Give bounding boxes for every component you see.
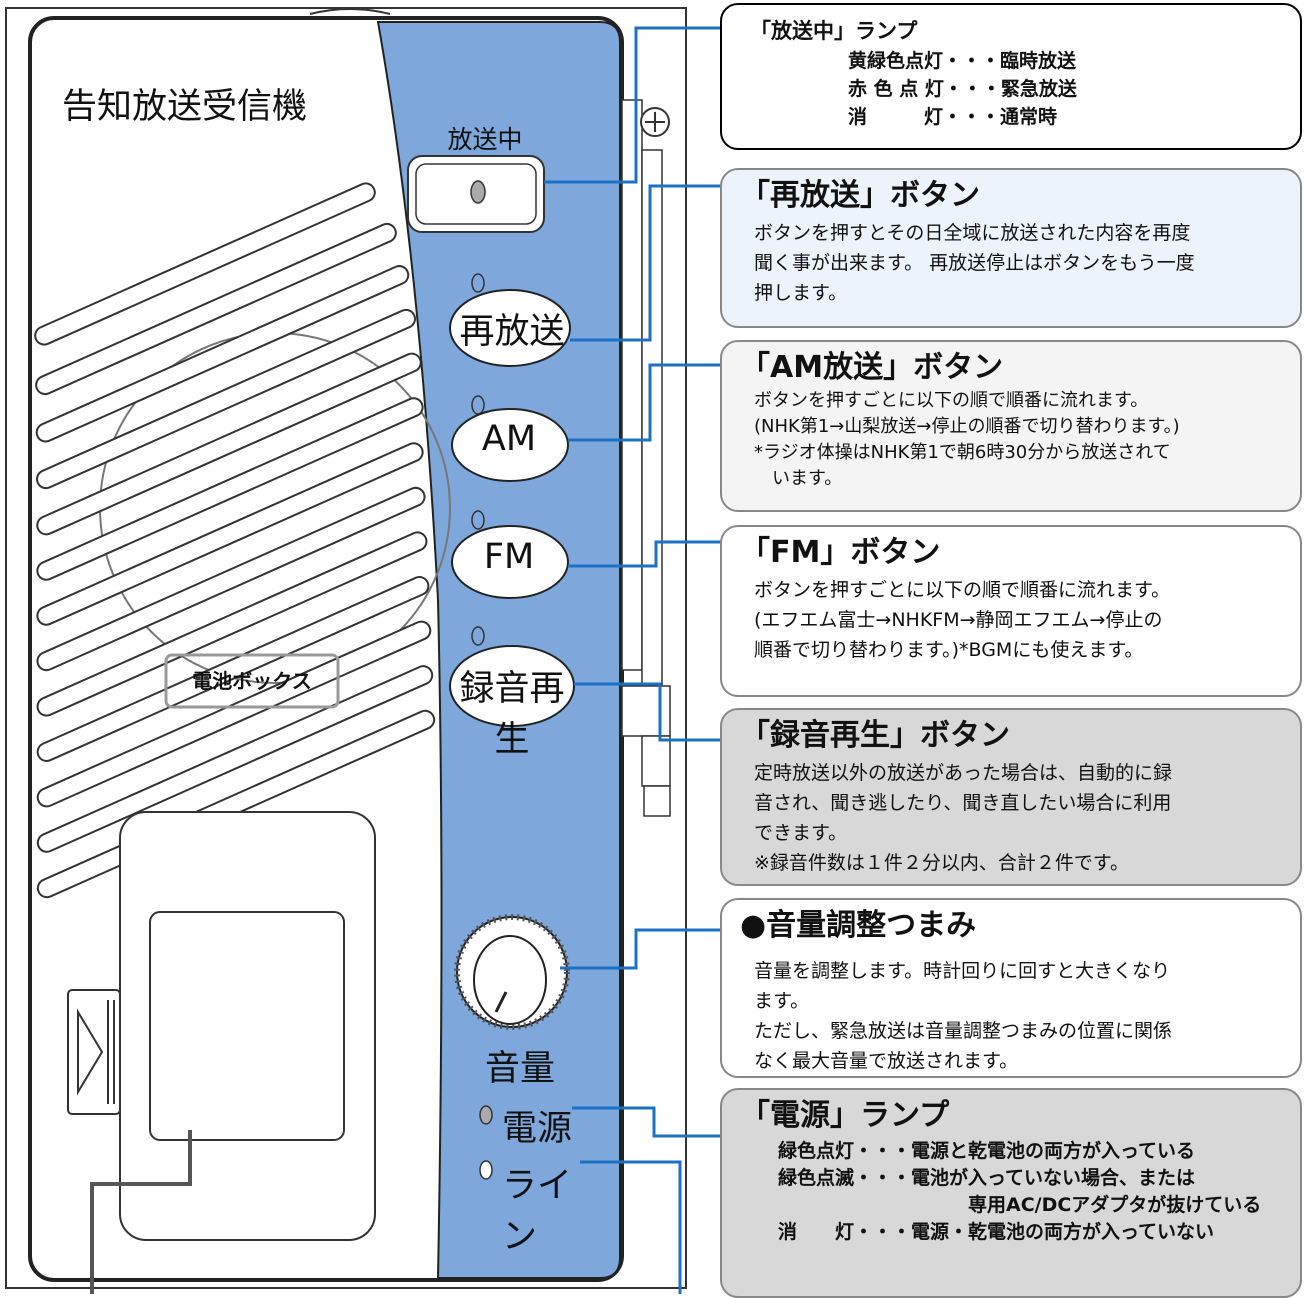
leader-fm — [568, 540, 722, 568]
battery-window — [149, 911, 345, 1141]
volume-label: 音量 — [484, 1049, 555, 1089]
callout-line: 音され、聞き逃したり、聞き直したい場合に利用 — [754, 792, 1172, 815]
callout-line: 定時放送以外の放送があった場合は、自動的に録 — [754, 762, 1173, 784]
battery-label-frame — [164, 653, 340, 709]
line-led — [479, 1160, 493, 1180]
grille-bar — [36, 576, 430, 762]
grille-bar — [36, 486, 426, 672]
knob-knurl — [454, 914, 570, 1030]
antenna-rod — [641, 149, 663, 691]
power-label: 電源 — [502, 1109, 573, 1149]
callout-heading: 「FM」ボタン — [740, 535, 941, 570]
callout-volume-knob: ●音量調整つまみ 音量を調整します。時計回りに回すと大きくなり ます。 ただし、… — [720, 898, 1302, 1078]
callout-fm-button: 「FM」ボタン ボタンを押すごとに以下の順で順番に流れます。 (エフエム富士→N… — [720, 525, 1302, 697]
callout-line: なく最大音量で放送されます。 — [754, 1050, 1019, 1073]
battery-box-label: 電池ボックス — [192, 669, 312, 693]
am-button-label[interactable]: AM — [481, 419, 537, 459]
callout-am-button: 「AM放送」ボタン ボタンを押すごとに以下の順で順番に流れます。 (NHK第1→… — [720, 340, 1302, 512]
callout-line: できます。 — [754, 822, 848, 845]
callout-line: 押します。 — [754, 282, 848, 305]
grille-bar — [36, 397, 424, 581]
grille-bar — [36, 531, 428, 717]
fm-button[interactable] — [451, 525, 569, 599]
grille-bar — [36, 308, 416, 490]
callout-row: 黄緑色点灯・・・臨時放送 — [848, 50, 1077, 73]
callout-line: ボタンを押すごとに以下の順で順番に流れます。 — [754, 579, 1171, 601]
callout-heading: 「AM放送」ボタン — [740, 350, 1004, 385]
leader-power — [572, 1106, 722, 1138]
callout-line: 順番で切り替わります。)*BGMにも使えます。 — [754, 639, 1144, 662]
callout-line: (エフエム富士→NHKFM→静岡エフエム→停止の — [754, 609, 1163, 632]
leader-am — [568, 363, 722, 442]
callout-line: 聞く事が出来ます。 再放送停止はボタンをもう一度 — [754, 252, 1195, 275]
antenna — [621, 99, 671, 817]
callout-line: ます。 — [754, 990, 810, 1013]
antenna-joint — [621, 685, 671, 737]
callout-row: 消 灯・・・通常時 — [848, 106, 1058, 129]
leader-battery — [90, 1130, 192, 1294]
callout-rec-button: 「録音再生」ボタン 定時放送以外の放送があった場合は、自動的に録 音され、聞き逃… — [720, 708, 1302, 886]
onair-label: 放送中 — [447, 125, 523, 154]
callout-replay-button: 「再放送」ボタン ボタンを押すとその日全域に放送された内容を再度 聞く事が出来ま… — [720, 168, 1302, 328]
onair-lamp — [470, 180, 486, 204]
am-button[interactable] — [451, 408, 569, 482]
grille-bar — [35, 222, 397, 396]
leader-replay — [570, 184, 722, 342]
callout-line: *ラジオ体操はNHK第1で朝6時30分から放送されて — [754, 442, 1171, 464]
rec-button[interactable] — [449, 645, 575, 727]
callout-line: ボタンを押すとその日全域に放送された内容を再度 — [754, 222, 1191, 244]
grille-bar — [36, 442, 424, 626]
replay-button-label[interactable]: 再放送 — [459, 312, 565, 352]
callout-heading: 「電源」ランプ — [740, 1098, 950, 1133]
line-label: ライン — [502, 1166, 573, 1257]
device-title: 告知放送受信機 — [62, 87, 308, 127]
callout-onair-lamp: 「放送中」ランプ 黄緑色点灯・・・臨時放送 赤 色 点 灯・・・緊急放送 消 灯… — [720, 3, 1302, 150]
antenna-rail — [621, 99, 643, 671]
knob-cap — [473, 935, 547, 1025]
leader-volume — [560, 928, 722, 970]
callout-heading: 「再放送」ボタン — [740, 178, 980, 213]
power-led — [479, 1105, 493, 1125]
leader-line-terminal — [580, 1160, 682, 1294]
callout-line: (NHK第1→山梨放送→停止の順番で切り替わります。) — [754, 416, 1180, 438]
am-led — [471, 395, 485, 415]
rec-button-label[interactable]: 録音再生 — [459, 669, 565, 760]
latch-arrow-icon — [77, 1008, 104, 1096]
leader-lines — [544, 26, 722, 1294]
fm-button-label[interactable]: FM — [483, 537, 535, 577]
fm-led — [471, 510, 485, 530]
callout-row: 緑色点滅・・・電池が入っていない場合、または — [778, 1166, 1196, 1189]
callout-heading: ●音量調整つまみ — [740, 908, 977, 943]
callout-row: 緑色点灯・・・電源と乾電池の両方が入っている — [778, 1140, 1196, 1162]
handle — [309, 8, 391, 15]
callout-power-lamp: 「電源」ランプ 緑色点灯・・・電源と乾電池の両方が入っている 緑色点滅・・・電池… — [720, 1088, 1302, 1298]
callout-line: います。 — [754, 468, 843, 490]
callout-row: 専用AC/DCアダプタが抜けている — [968, 1193, 1262, 1216]
grille-bar — [34, 182, 376, 346]
callout-heading: 「録音再生」ボタン — [740, 718, 1010, 753]
grille-bar — [36, 665, 434, 853]
replay-button[interactable] — [449, 289, 571, 367]
knob-pointer — [494, 991, 508, 1013]
callout-line: ※録音件数は１件２分以内、合計２件です。 — [754, 852, 1130, 875]
grille-bar — [36, 352, 422, 536]
grille-bar — [35, 265, 410, 443]
callout-line: ただし、緊急放送は音量調整つまみの位置に関係 — [754, 1020, 1173, 1043]
callout-row: 赤 色 点 灯・・・緊急放送 — [848, 78, 1077, 101]
battery-latch — [67, 989, 121, 1115]
antenna-joint — [641, 735, 671, 787]
callout-heading: 「放送中」ランプ — [750, 19, 918, 43]
outer-frame — [5, 7, 687, 1289]
callout-line: ボタンを押すごとに以下の順で順番に流れます。 — [754, 390, 1149, 411]
volume-knob[interactable] — [454, 914, 570, 1030]
rec-led — [471, 626, 485, 646]
antenna-base — [643, 785, 671, 817]
leader-onair — [544, 26, 722, 184]
replay-led — [471, 273, 485, 293]
leader-rec — [574, 682, 722, 742]
callout-row: 消 灯・・・電源・乾電池の両方が入っていない — [778, 1220, 1215, 1243]
callout-line: 音量を調整します。時計回りに回すと大きくなり — [754, 960, 1171, 982]
